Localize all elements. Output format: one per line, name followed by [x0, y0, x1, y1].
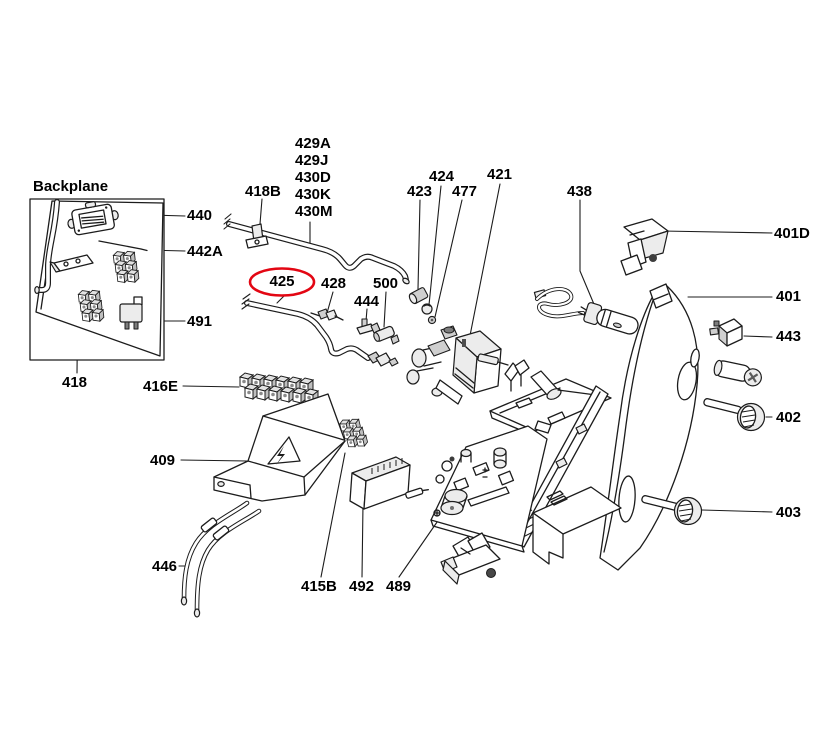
- part-label-409: 409: [150, 452, 176, 469]
- part-label-446: 446: [152, 558, 178, 575]
- highlight-ellipse-425: [248, 267, 316, 297]
- part-421-gas-valve: [406, 325, 509, 405]
- part-label-429j: 429J: [295, 152, 329, 169]
- part-409-cover: [213, 393, 346, 502]
- part-423-nut: [408, 287, 429, 305]
- part-442a-rod: [98, 240, 148, 252]
- part-label-430k: 430K: [295, 186, 331, 203]
- part-label-477: 477: [452, 183, 478, 200]
- part-label-416e: 416E: [143, 378, 179, 395]
- part-label-415b: 415B: [301, 578, 337, 595]
- part-label-443: 443: [776, 328, 802, 345]
- part-401-control-panel: [532, 283, 700, 571]
- part-label-491: 491: [187, 313, 213, 330]
- part-label-402: 402: [776, 409, 802, 426]
- panel-end-housing: [532, 486, 622, 565]
- part-label-442a: 442A: [187, 243, 223, 260]
- part-label-401: 401: [776, 288, 802, 305]
- part-label-pipe-variants: 429A 429J 430D 430K 430M: [295, 135, 333, 220]
- part-418-bracket: [49, 254, 94, 273]
- backplane-title: Backplane: [33, 178, 109, 195]
- part-438-igniter: [533, 287, 639, 335]
- part-500-fitting: [370, 322, 400, 345]
- part-label-418: 418: [62, 374, 88, 391]
- part-492-transformer: [349, 456, 429, 510]
- part-label-492: 492: [349, 578, 375, 595]
- part-401d-bracket: [620, 218, 669, 276]
- part-label-425-highlighted: 425: [269, 273, 295, 290]
- part-489-pcb: [430, 425, 548, 553]
- part-label-440: 440: [187, 207, 213, 224]
- part-415b-terminal-block: [338, 417, 369, 449]
- part-label-489: 489: [386, 578, 412, 595]
- part-label-444: 444: [354, 293, 380, 310]
- backplane-inset: [29, 198, 165, 361]
- knob-sleeve-screw: [713, 359, 762, 387]
- part-label-418b: 418B: [245, 183, 281, 200]
- part-446-wires: [180, 500, 262, 618]
- part-443-switch: [709, 318, 743, 347]
- mounting-bracket: [440, 532, 501, 585]
- part-label-401d: 401D: [774, 225, 810, 242]
- part-label-423: 423: [407, 183, 433, 200]
- part-428-fitting: [310, 308, 344, 321]
- part-label-430d: 430D: [295, 169, 331, 186]
- part-402-knob: [703, 398, 766, 432]
- part-425-gas-pipe: [241, 293, 399, 367]
- part-416e-terminal-strip: [239, 372, 319, 405]
- part-403-knob: [641, 495, 703, 526]
- part-label-403: 403: [776, 504, 802, 521]
- leader-lines: [76, 183, 773, 578]
- part-label-500: 500: [373, 275, 399, 292]
- part-440-switch: [67, 201, 119, 236]
- part-418b-clamp: [245, 223, 269, 249]
- part-429-gas-pipe: [223, 213, 410, 285]
- mounting-plate: [489, 359, 612, 548]
- part-477-washer: [427, 315, 437, 325]
- part-424-ball: [421, 303, 433, 315]
- part-label-438: 438: [567, 183, 593, 200]
- part-label-428: 428: [321, 275, 347, 292]
- part-label-421: 421: [487, 166, 513, 183]
- part-label-424: 424: [429, 168, 455, 185]
- part-491-relay: [119, 296, 143, 330]
- part-label-429a: 429A: [295, 135, 331, 152]
- part-label-430m: 430M: [295, 203, 333, 220]
